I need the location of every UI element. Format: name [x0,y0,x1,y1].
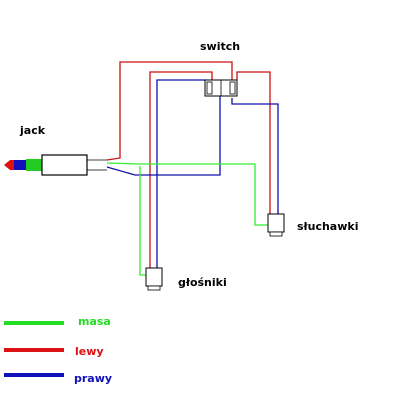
legend-label: prawy [74,372,112,385]
wires [106,61,279,276]
speaker-socket-body [145,267,163,287]
switch-contact-left [206,81,213,95]
switch-label: switch [200,40,240,53]
legend-label: masa [78,315,111,328]
jack-label: jack [19,124,46,137]
speaker-socket-base [147,285,161,291]
switch-contact-right [229,81,236,95]
jack-sleeve [26,159,42,171]
wire-left-switch-to-speakers [149,71,213,270]
speakers-label: głośniki [178,276,227,289]
jack-tip [4,160,14,170]
headphones-label: słuchawki [297,220,358,233]
wire-ground-to-speakers [139,166,148,276]
jack-body [41,154,88,176]
switch [204,79,238,97]
speaker-socket-icon [145,267,163,291]
legend: masa lewy prawy [4,315,112,385]
wire-right-switch-to-headphones [231,98,279,215]
wire-ground-to-headphones [106,162,268,226]
headphone-socket-base [269,231,283,237]
wire-left-jack-to-switch [106,61,233,161]
wire-left-switch-to-headphones [236,71,271,215]
wire-right-jack-to-switch [106,92,221,176]
legend-label: lewy [75,345,104,358]
headphone-socket-body [267,213,285,233]
headphone-socket-icon [267,213,285,237]
audio-jack-plug-icon [4,154,107,176]
jack-ring [14,160,26,170]
wire-right-switch-to-speakers [156,79,207,270]
